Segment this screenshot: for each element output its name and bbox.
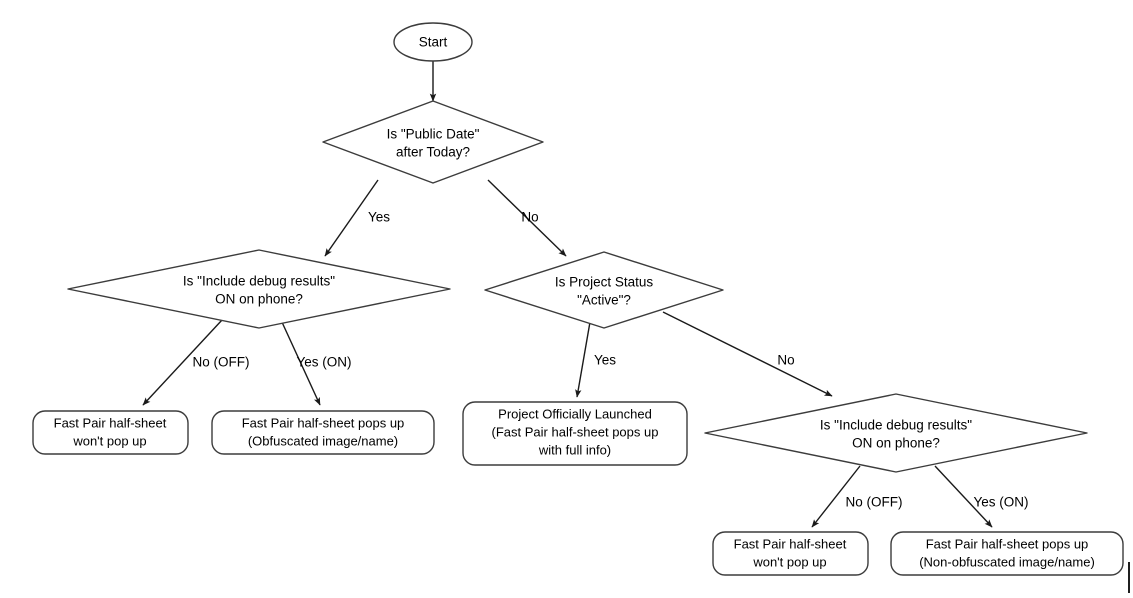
edge-project-status-yes — [575, 321, 591, 398]
edge-label-debug-right-yes: Yes (ON) — [973, 495, 1028, 510]
project-status-label-line1: Is Project Status — [555, 275, 654, 290]
edge-project-status-no — [662, 311, 833, 397]
edge-public-date-no — [487, 179, 567, 257]
result-right-no-line2: won't pop up — [752, 554, 826, 569]
debug-left-label-line1: Is "Include debug results" — [183, 274, 335, 289]
node-decision-debug-right[interactable]: Is "Include debug results" ON on phone? — [704, 393, 1088, 473]
edge-label-project-status-yes: Yes — [594, 353, 616, 368]
edge-label-debug-left-yes: Yes (ON) — [296, 355, 351, 370]
public-date-label-line1: Is "Public Date" — [387, 127, 480, 142]
result-launched-line1: Project Officially Launched — [498, 406, 652, 421]
edge-public-date-yes — [324, 179, 379, 257]
result-right-yes-line1: Fast Pair half-sheet pops up — [926, 536, 1089, 551]
start-label: Start — [419, 35, 448, 50]
result-left-no-box — [32, 410, 189, 455]
edge-labels: Yes No No (OFF) Yes (ON) Yes No No (OFF)… — [193, 210, 1029, 510]
edge-label-public-date-no: No — [521, 210, 538, 225]
debug-left-label-line2: ON on phone? — [215, 292, 303, 307]
result-right-no-box — [712, 531, 869, 576]
result-right-no-line1: Fast Pair half-sheet — [734, 536, 847, 551]
public-date-diamond — [322, 100, 544, 184]
result-launched-box — [462, 401, 688, 466]
page-edge-artifact — [1128, 562, 1130, 593]
result-left-yes-line2: (Obfuscated image/name) — [248, 433, 398, 448]
debug-right-label-line2: ON on phone? — [852, 436, 940, 451]
node-result-launched[interactable]: Project Officially Launched (Fast Pair h… — [462, 401, 688, 466]
node-decision-project-status[interactable]: Is Project Status "Active"? — [484, 251, 724, 329]
project-status-label-line2: "Active"? — [577, 293, 631, 308]
result-left-yes-line1: Fast Pair half-sheet pops up — [242, 415, 405, 430]
start-oval — [393, 22, 473, 62]
result-left-yes-box — [211, 410, 435, 455]
debug-left-diamond — [67, 249, 451, 329]
result-left-no-line2: won't pop up — [72, 433, 146, 448]
edge-label-debug-left-no: No (OFF) — [193, 355, 250, 370]
edge-debug-left-no — [142, 319, 223, 406]
result-right-yes-box — [890, 531, 1124, 576]
debug-right-diamond — [704, 393, 1088, 473]
edge-label-project-status-no: No — [777, 353, 794, 368]
node-start[interactable]: Start — [393, 22, 473, 62]
result-launched-line2: (Fast Pair half-sheet pops up — [492, 424, 659, 439]
result-right-yes-line2: (Non-obfuscated image/name) — [919, 554, 1095, 569]
connectors — [142, 59, 993, 528]
edge-debug-left-yes — [280, 319, 321, 406]
node-result-left-yes[interactable]: Fast Pair half-sheet pops up (Obfuscated… — [211, 410, 435, 455]
edge-debug-right-yes — [934, 465, 993, 528]
node-decision-public-date[interactable]: Is "Public Date" after Today? — [322, 100, 544, 184]
edge-debug-right-no — [811, 465, 861, 528]
node-decision-debug-left[interactable]: Is "Include debug results" ON on phone? — [67, 249, 451, 329]
edge-label-public-date-yes: Yes — [368, 210, 390, 225]
node-result-left-no[interactable]: Fast Pair half-sheet won't pop up — [32, 410, 189, 455]
debug-right-label-line1: Is "Include debug results" — [820, 418, 972, 433]
edge-label-debug-right-no: No (OFF) — [846, 495, 903, 510]
result-left-no-line1: Fast Pair half-sheet — [54, 415, 167, 430]
node-result-right-no[interactable]: Fast Pair half-sheet won't pop up — [712, 531, 869, 576]
project-status-diamond — [484, 251, 724, 329]
result-launched-line3: with full info) — [538, 442, 611, 457]
public-date-label-line2: after Today? — [396, 145, 470, 160]
node-result-right-yes[interactable]: Fast Pair half-sheet pops up (Non-obfusc… — [890, 531, 1124, 576]
